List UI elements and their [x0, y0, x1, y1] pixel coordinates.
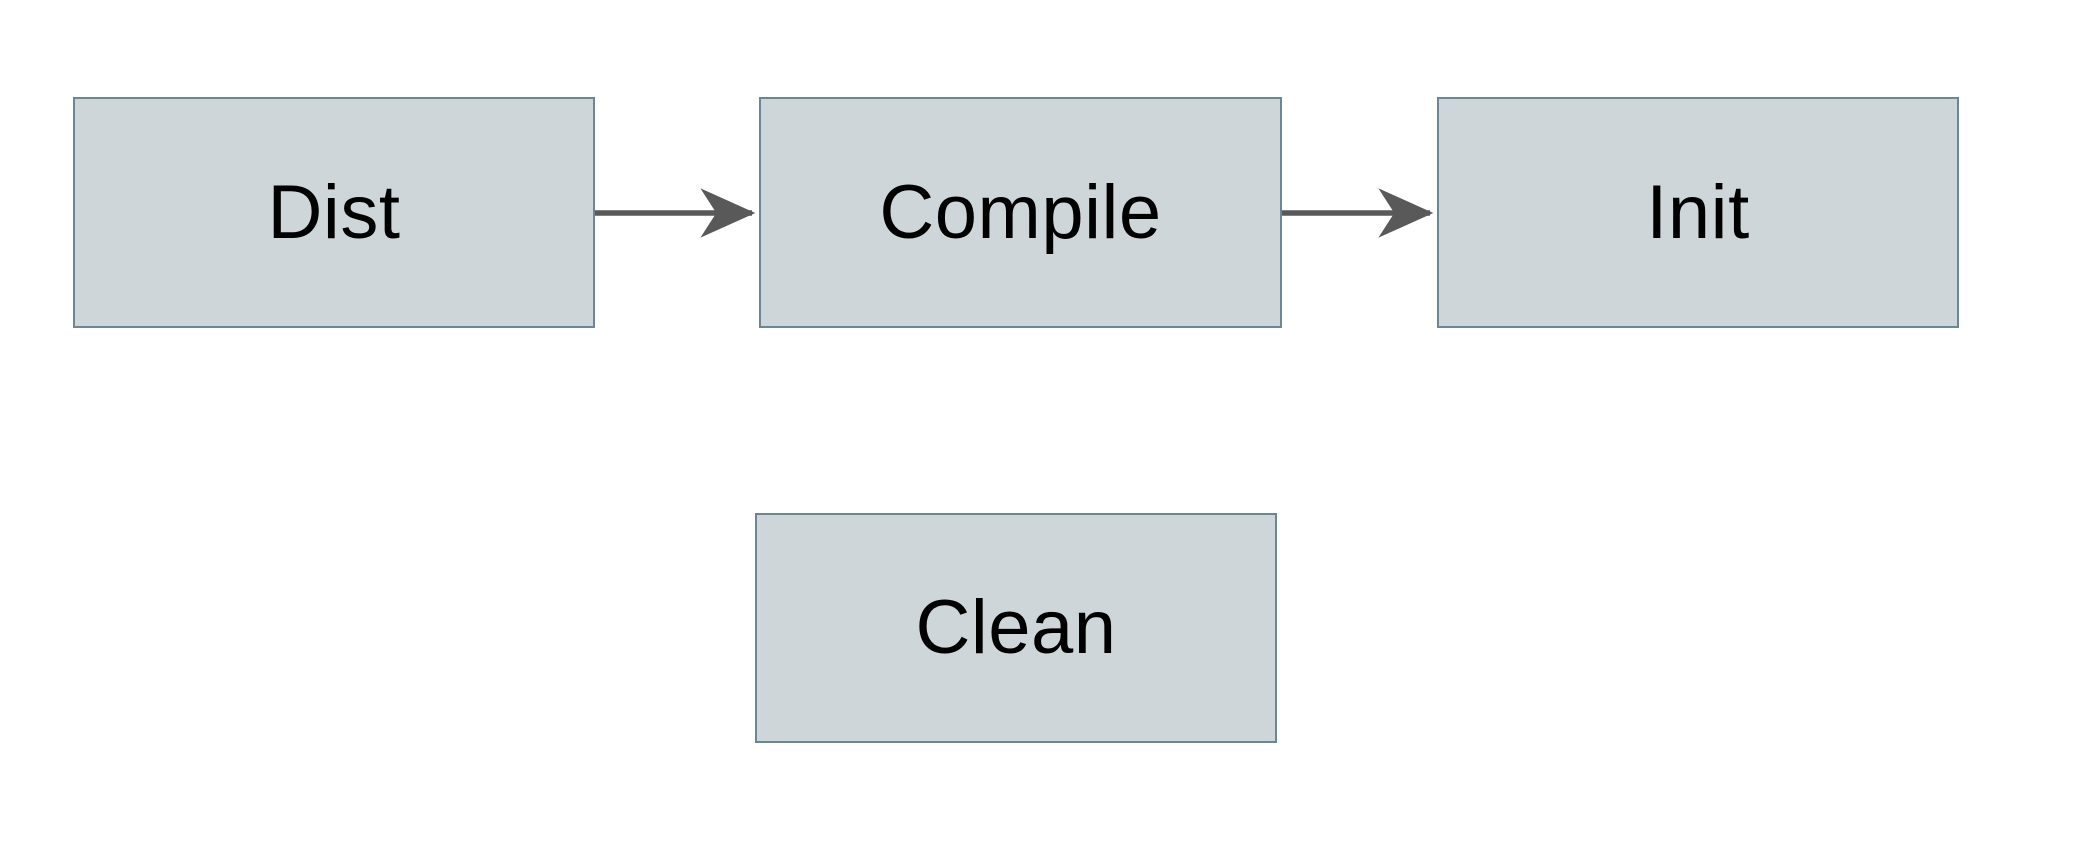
edge-dist-to-compile-hitbox[interactable]: [595, 196, 759, 230]
node-clean[interactable]: Clean: [755, 513, 1277, 743]
node-dist-label: Dist: [267, 169, 401, 255]
node-compile[interactable]: Compile: [759, 97, 1282, 328]
node-clean-label: Clean: [915, 585, 1117, 670]
node-compile-label: Compile: [879, 169, 1162, 255]
node-init-label: Init: [1646, 169, 1750, 255]
node-init[interactable]: Init: [1437, 97, 1959, 328]
edge-compile-to-init-hitbox[interactable]: [1282, 196, 1437, 230]
node-dist[interactable]: Dist: [73, 97, 595, 328]
